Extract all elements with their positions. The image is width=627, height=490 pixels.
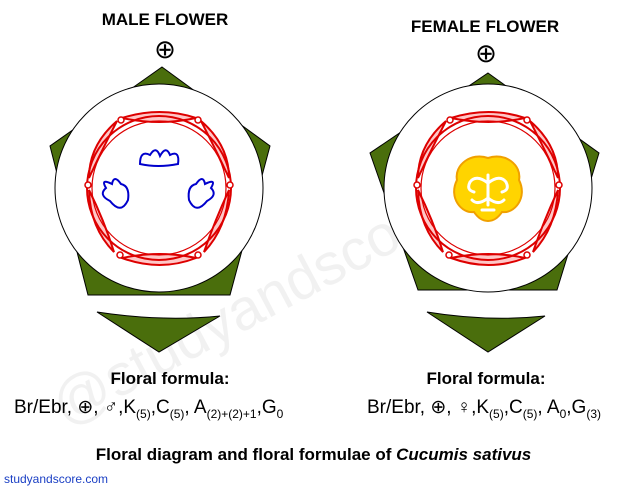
female-sex-symbol: ♀ — [456, 397, 472, 418]
female-knob — [523, 116, 531, 124]
female-knob — [413, 181, 421, 189]
male-androecium-count: (2)+(2)+1 — [206, 406, 257, 421]
ovary-septa — [467, 173, 509, 212]
male-stamen — [101, 178, 130, 209]
female-bract — [426, 311, 546, 353]
male-petal — [88, 120, 118, 179]
caption-text: Floral diagram and floral formulae of — [95, 445, 397, 464]
female-flower-title: FEMALE FLOWER — [410, 17, 560, 36]
figure-caption: Floral diagram and floral formulae of Cu… — [0, 445, 627, 465]
female-formula-p2: ,K — [471, 397, 490, 418]
male-knob — [116, 251, 124, 259]
male-bract — [96, 311, 221, 353]
male-stamen — [138, 149, 180, 167]
female-corolla-count: (5) — [522, 406, 538, 421]
male-knob — [84, 181, 92, 189]
female-gynoecium — [453, 155, 523, 222]
site-credit: studyandscore.com — [4, 472, 109, 486]
female-petal — [532, 189, 559, 253]
male-actinomorphic-symbol: ⊕ — [154, 34, 176, 64]
male-petal — [200, 120, 230, 179]
female-androecium-count: 0 — [559, 406, 567, 421]
male-formula-p2: ,K — [118, 397, 137, 418]
male-knob — [117, 116, 125, 124]
female-formula-p4: , A — [537, 397, 560, 418]
female-formula-p3: ,C — [503, 397, 523, 418]
female-formula-p1: Br/Ebr, ⊕, — [367, 397, 457, 418]
male-petal — [203, 189, 230, 253]
male-formula-p3: ,C — [150, 397, 170, 418]
male-stamen — [187, 178, 215, 209]
female-gynoecium-count: (3) — [586, 406, 601, 421]
male-calyx-count: (5) — [136, 406, 151, 421]
male-sex-symbol: ♂ — [103, 397, 119, 418]
female-knob — [445, 251, 453, 259]
male-floral-formula: Br/Ebr, ⊕, ♂,K(5),C(5), A(2)+(2)+1,G0 — [14, 396, 283, 421]
male-corolla-count: (5) — [169, 406, 185, 421]
female-formula-p5: ,G — [566, 397, 587, 418]
female-knob — [446, 116, 454, 124]
female-knob — [523, 251, 531, 259]
female-petal — [529, 120, 559, 179]
male-formula-p5: ,G — [256, 397, 277, 418]
male-formula-p1: Br/Ebr, ⊕, — [14, 397, 104, 418]
male-gynoecium-count: 0 — [276, 406, 284, 421]
male-knob — [194, 116, 202, 124]
female-calyx-count: (5) — [489, 406, 504, 421]
female-petal — [417, 120, 447, 179]
male-formula-label: Floral formula: — [110, 369, 230, 388]
male-knob — [226, 181, 234, 189]
female-actinomorphic-symbol: ⊕ — [475, 38, 497, 68]
male-knob — [194, 251, 202, 259]
male-formula-p4: , A — [184, 397, 207, 418]
caption-species: Cucumis sativus — [396, 445, 532, 464]
male-androecium — [101, 149, 215, 209]
female-formula-label: Floral formula: — [426, 369, 546, 388]
female-floral-formula: Br/Ebr, ⊕, ♀,K(5),C(5), A0,G(3) — [367, 396, 601, 421]
female-knob — [555, 181, 563, 189]
male-flower-title: MALE FLOWER — [101, 10, 229, 29]
